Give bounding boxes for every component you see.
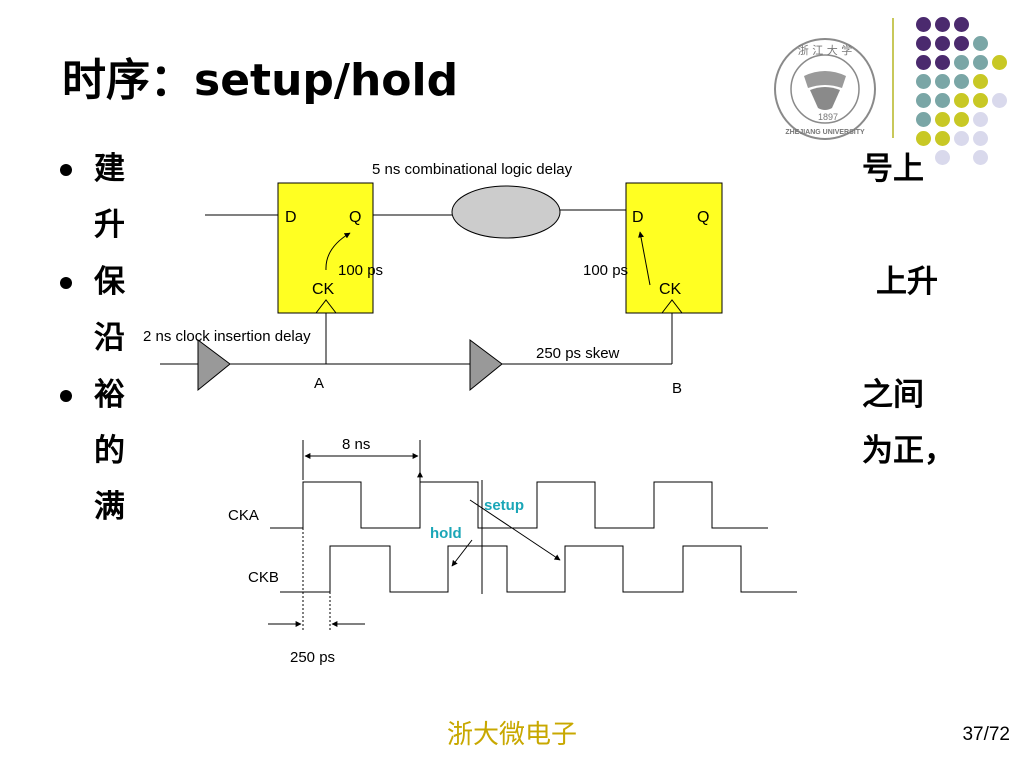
dot bbox=[992, 93, 1007, 108]
logo-year: 1897 bbox=[818, 112, 838, 122]
bullet-marker bbox=[60, 390, 72, 402]
skew-label: 250 ps skew bbox=[536, 345, 620, 362]
bullet-line-right: 之间 bbox=[862, 377, 924, 413]
clock-insertion-label: 2 ns clock insertion delay bbox=[143, 328, 311, 345]
dot bbox=[916, 131, 931, 146]
flipflop-1 bbox=[277, 182, 374, 314]
ff2-q-label: Q bbox=[697, 209, 709, 226]
ff2-d-label: D bbox=[632, 209, 644, 226]
footer-org: 浙大微电子 bbox=[446, 720, 577, 750]
ff1-delay-label: 100 ps bbox=[338, 262, 383, 279]
dot bbox=[916, 36, 931, 51]
ckb-label: CKB bbox=[248, 569, 279, 586]
bullet-marker bbox=[60, 164, 72, 176]
dot bbox=[992, 55, 1007, 70]
dot bbox=[973, 131, 988, 146]
dot bbox=[916, 112, 931, 127]
dot bbox=[916, 74, 931, 89]
dot bbox=[935, 93, 950, 108]
dot bbox=[973, 93, 988, 108]
dot bbox=[954, 36, 969, 51]
decorative-divider bbox=[892, 18, 894, 138]
ff1-q-label: Q bbox=[349, 209, 361, 226]
dot bbox=[916, 93, 931, 108]
ff2-delay-label: 100 ps bbox=[583, 262, 628, 279]
dot bbox=[916, 55, 931, 70]
dot bbox=[973, 150, 988, 165]
hold-label: hold bbox=[430, 525, 462, 542]
dot bbox=[954, 93, 969, 108]
bullet-line-left: 建 bbox=[94, 151, 125, 187]
bullet-line-left: 保 bbox=[94, 264, 125, 300]
node-b-label: B bbox=[672, 380, 682, 397]
university-logo: 浙 江 大 学 1897 ZHEJIANG UNIVERSITY bbox=[774, 38, 876, 140]
dot bbox=[954, 17, 969, 32]
bullet-marker bbox=[60, 277, 72, 289]
dot bbox=[935, 150, 950, 165]
bullet-line-left: 的 bbox=[94, 433, 125, 469]
dot bbox=[935, 36, 950, 51]
dot bbox=[973, 55, 988, 70]
flipflop-2 bbox=[625, 182, 723, 314]
dot bbox=[973, 112, 988, 127]
dot bbox=[973, 74, 988, 89]
slide-title: 时序：setup/hold bbox=[62, 55, 459, 106]
cka-waveform bbox=[270, 481, 768, 529]
dot bbox=[954, 131, 969, 146]
dot bbox=[935, 55, 950, 70]
dot bbox=[935, 112, 950, 127]
ff1-ck-label: CK bbox=[312, 281, 335, 298]
ckb-waveform bbox=[280, 545, 797, 593]
bullet-line-left: 满 bbox=[94, 489, 125, 525]
dot bbox=[973, 36, 988, 51]
dot bbox=[916, 17, 931, 32]
bullet-line-left: 沿 bbox=[94, 320, 125, 356]
dot bbox=[935, 131, 950, 146]
logic-delay-label: 5 ns combinational logic delay bbox=[372, 161, 573, 178]
logo-text-top: 浙 江 大 学 bbox=[798, 43, 853, 57]
logo-university: ZHEJIANG UNIVERSITY bbox=[785, 129, 865, 136]
page-number: 37/72 bbox=[962, 724, 1010, 745]
dot bbox=[935, 74, 950, 89]
setup-label: setup bbox=[484, 497, 524, 514]
logic-cloud bbox=[451, 185, 561, 239]
ff1-d-label: D bbox=[285, 209, 297, 226]
cka-label: CKA bbox=[228, 507, 259, 524]
skew-timing-label: 250 ps bbox=[290, 649, 335, 666]
ff2-ck-label: CK bbox=[659, 281, 682, 298]
bullet-line-right: 为正， bbox=[862, 433, 955, 469]
clock-buffer-1 bbox=[197, 339, 231, 392]
dot bbox=[954, 55, 969, 70]
dot bbox=[935, 17, 950, 32]
dot bbox=[954, 112, 969, 127]
bullet-line-right: 上升 bbox=[876, 264, 938, 300]
dot bbox=[954, 74, 969, 89]
bullet-line-left: 裕 bbox=[94, 377, 125, 413]
bullet-line-right: 号上 bbox=[862, 151, 924, 187]
period-label: 8 ns bbox=[342, 436, 370, 453]
timing-panel bbox=[150, 410, 860, 670]
node-a-label: A bbox=[314, 375, 324, 392]
bullet-line-left: 升 bbox=[94, 207, 125, 243]
clock-buffer-2 bbox=[469, 339, 503, 392]
